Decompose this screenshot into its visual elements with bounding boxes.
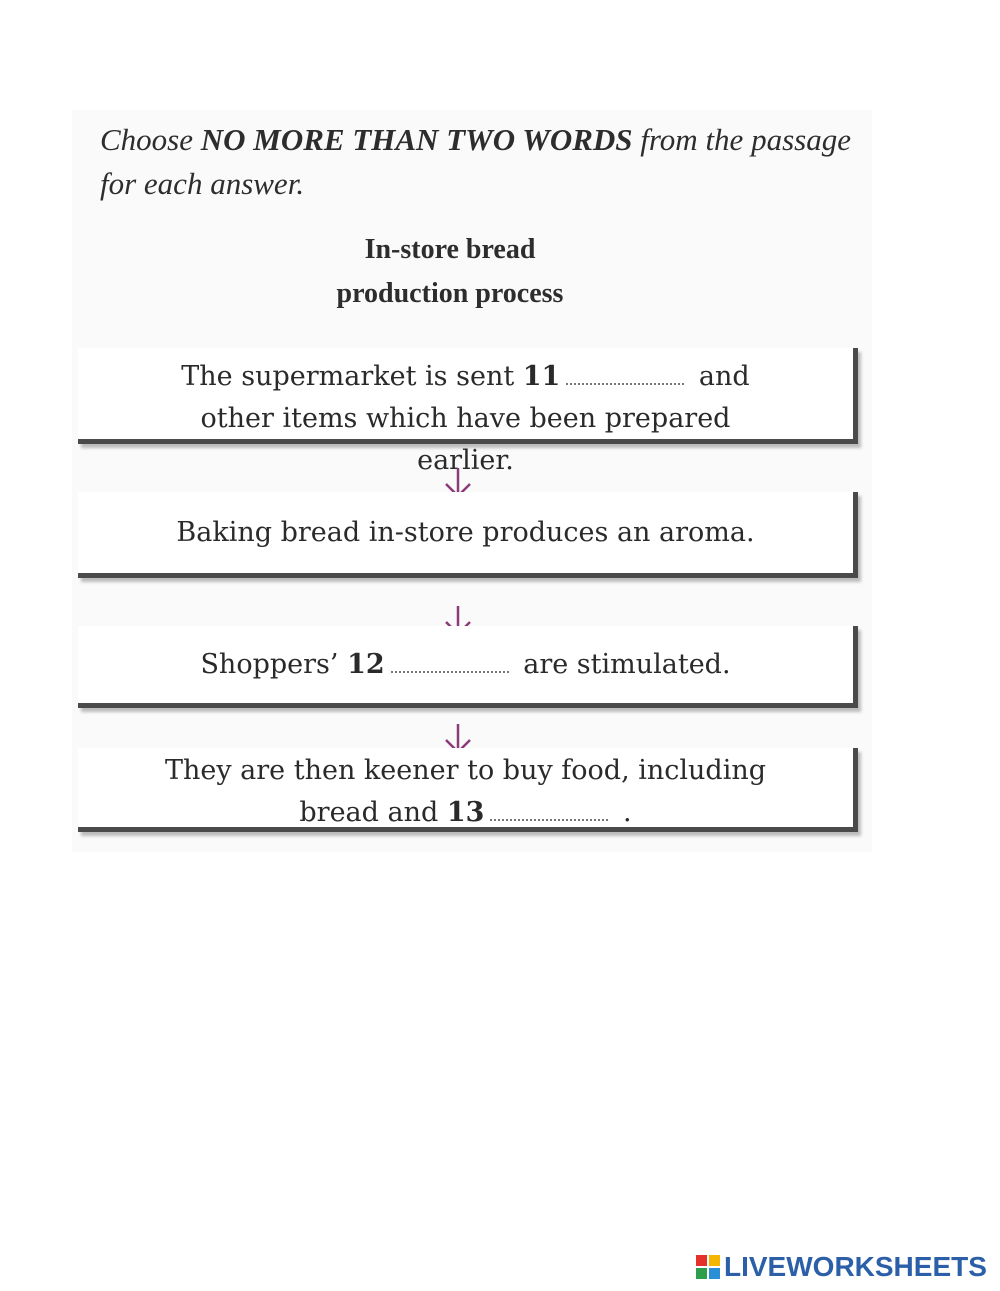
answer-blank-11[interactable]: [566, 363, 685, 385]
question-number-13: 13: [446, 797, 485, 828]
instruction-suffix: from the passage for each answer.: [100, 122, 851, 201]
question-number-11: 11: [522, 361, 561, 392]
title-line-1: In-store bread: [364, 234, 536, 265]
logo-squares-icon: [696, 1255, 720, 1279]
liveworksheets-logo: LIVEWORKSHEETS: [696, 1250, 987, 1284]
title-line-2: production process: [336, 278, 564, 309]
answer-blank-12[interactable]: [390, 651, 509, 673]
step-1-text-before: The supermarket is sent: [181, 361, 523, 392]
step-box-2: Baking bread in-store produces an aroma.: [78, 492, 858, 578]
step-4-text-after: .: [614, 797, 632, 828]
step-3-text-before: Shoppers’: [200, 649, 348, 680]
step-1-text-after: and other items which have been prepared…: [200, 361, 750, 476]
instruction-prefix: Choose: [100, 122, 201, 157]
logo-text: LIVEWORKSHEETS: [724, 1251, 987, 1282]
step-2-text: Baking bread in-store produces an aroma.: [176, 517, 755, 548]
step-box-3: Shoppers’ 12 are stimulated.: [78, 626, 858, 708]
worksheet-scan: [72, 110, 872, 852]
instruction-text: Choose NO MORE THAN TWO WORDS from the p…: [100, 118, 860, 206]
flowchart-title: In-store bread production process: [250, 228, 650, 316]
instruction-emphasis: NO MORE THAN TWO WORDS: [200, 122, 633, 157]
answer-blank-13[interactable]: [490, 799, 609, 821]
question-number-12: 12: [347, 649, 385, 680]
step-4-text-before: They are then keener to buy food, includ…: [164, 755, 767, 828]
step-3-text-after: are stimulated.: [514, 649, 731, 680]
step-box-4: They are then keener to buy food, includ…: [78, 748, 858, 832]
step-box-1: The supermarket is sent 11 and other ite…: [78, 348, 858, 476]
